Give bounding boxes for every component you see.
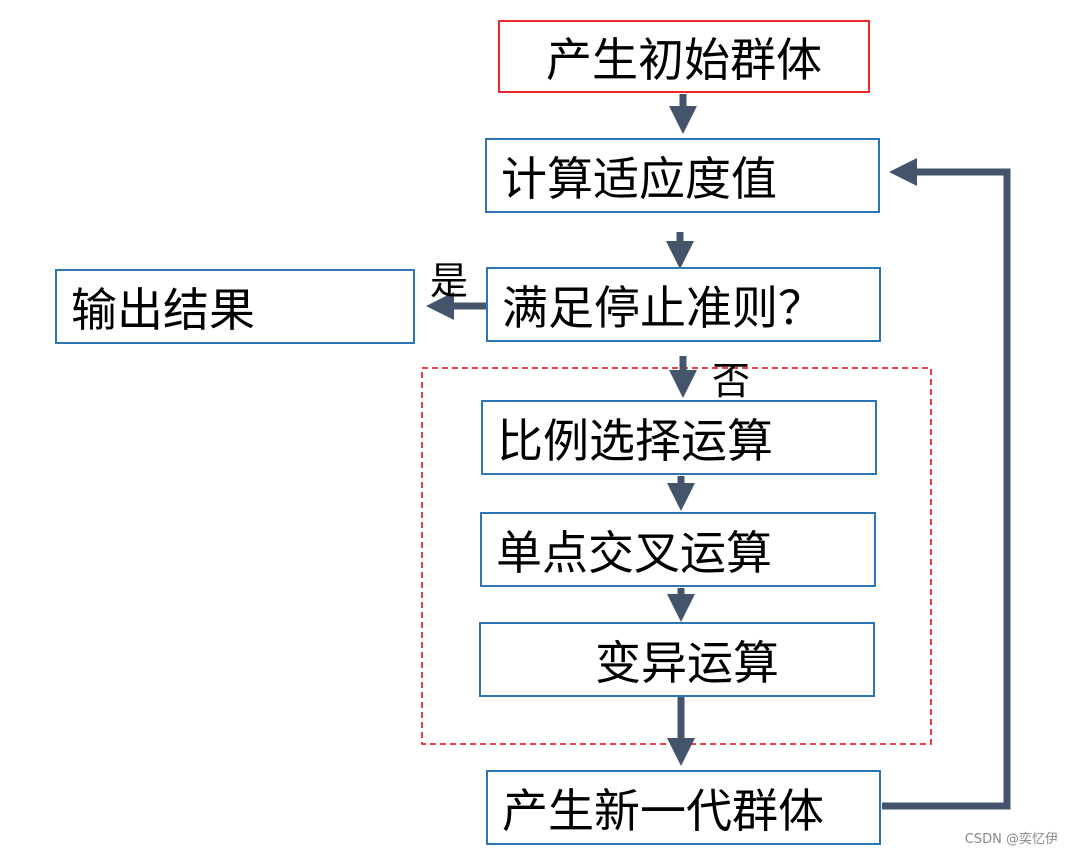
node-newgen-label: 产生新一代群体 [502, 783, 824, 838]
node-stop-criterion: 满足停止准则？ [486, 267, 881, 342]
node-output-result: 输出结果 [55, 269, 415, 344]
node-mutation: 变异运算 [479, 622, 875, 697]
yes-label: 是 [430, 259, 469, 303]
dashed-group-border [421, 367, 932, 745]
node-new-generation: 产生新一代群体 [486, 770, 881, 845]
node-fitness-label: 计算适应度值 [501, 151, 777, 206]
node-init-label: 产生初始群体 [546, 32, 822, 87]
node-select-label: 比例选择运算 [497, 413, 773, 468]
watermark: CSDN @奕忆伊 [964, 832, 1058, 847]
loop-back-arrow [882, 158, 1011, 810]
node-selection: 比例选择运算 [481, 400, 877, 475]
node-crossover-label: 单点交叉运算 [496, 525, 772, 580]
node-compute-fitness: 计算适应度值 [485, 138, 880, 213]
node-crossover: 单点交叉运算 [480, 512, 876, 587]
node-output-label: 输出结果 [71, 282, 255, 337]
no-label: 否 [712, 359, 751, 403]
node-mutate-label: 变异运算 [595, 635, 779, 690]
node-check-label: 满足停止准则？ [502, 280, 824, 335]
node-init-population: 产生初始群体 [498, 20, 870, 93]
